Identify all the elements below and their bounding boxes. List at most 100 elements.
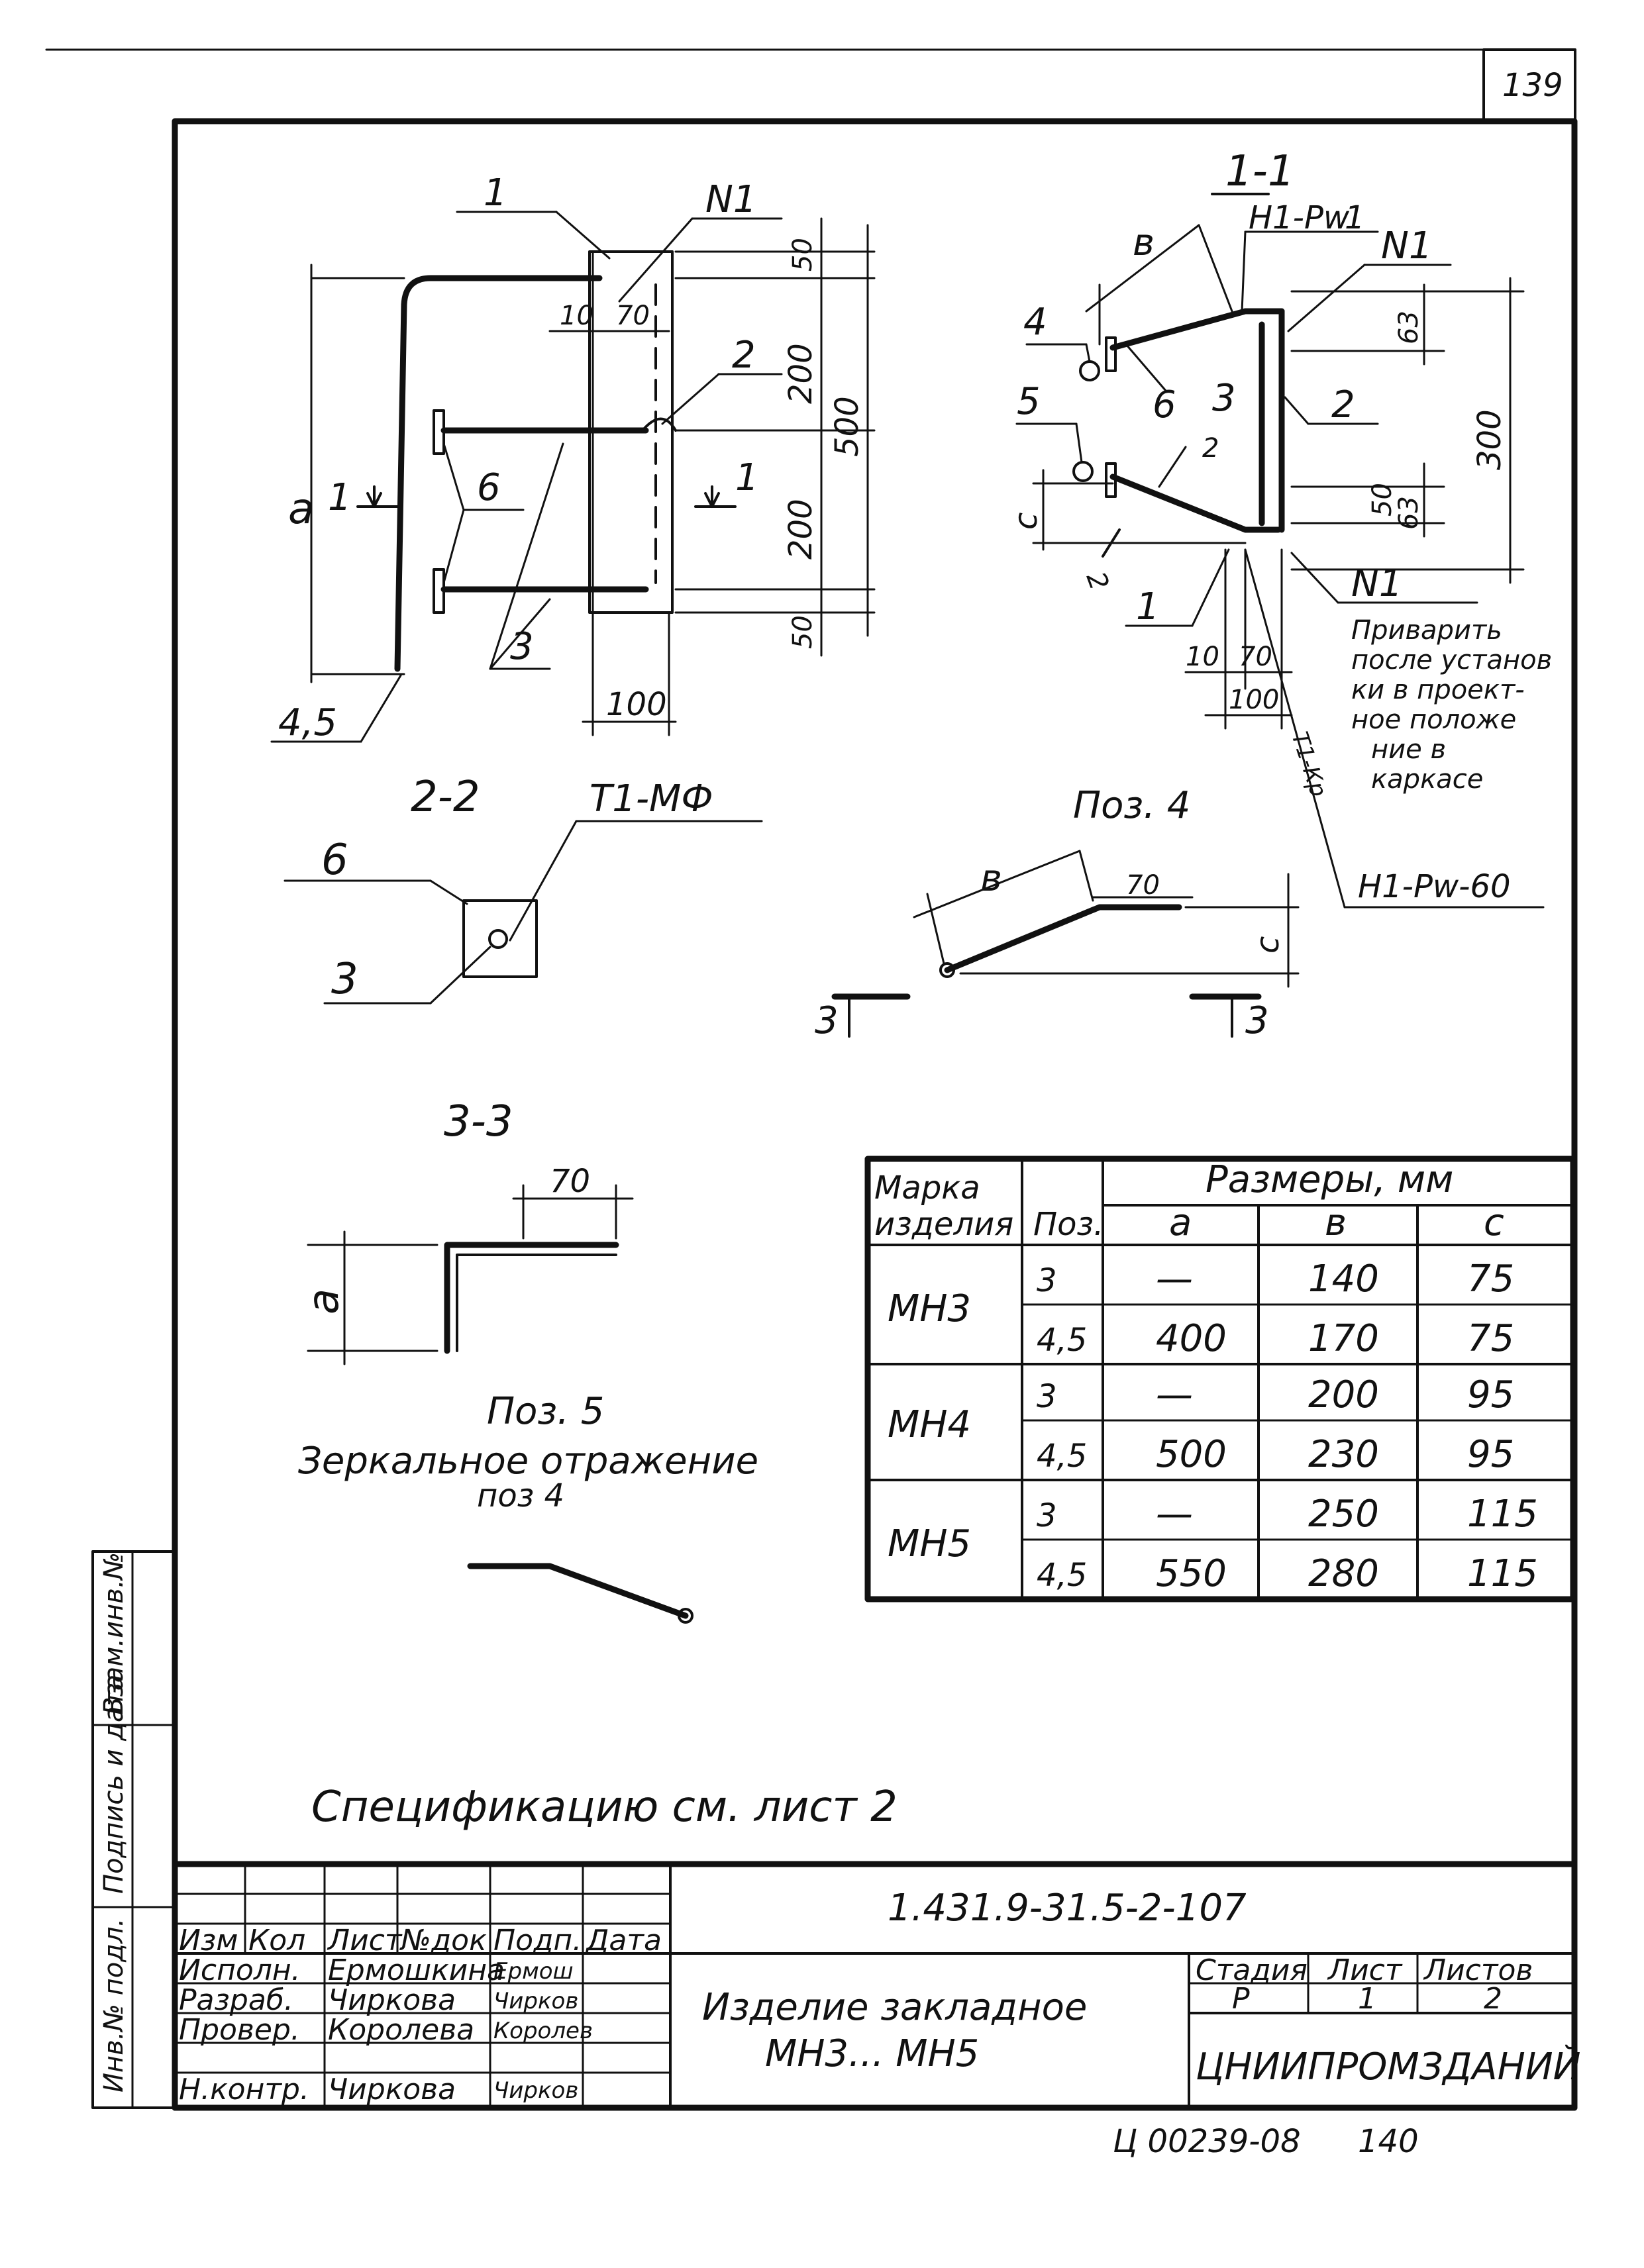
tb-h-kol: Кол [248, 1924, 305, 1957]
sec11-dim50: 50 [1367, 483, 1398, 517]
table-c-cell: 115 [1467, 1552, 1538, 1595]
dim-100: 100 [606, 686, 667, 723]
sec11-note-3: ки в проект- [1351, 675, 1525, 705]
table-b-cell: 170 [1308, 1317, 1379, 1360]
sec22-pos3: 3 [331, 955, 358, 1004]
poz4-detail: Поз. 4 в 70 c 3 3 [815, 784, 1300, 1042]
table-col-b: в [1325, 1201, 1347, 1244]
cut-1-left: 1 [328, 476, 352, 519]
poz4-70: 70 [1126, 870, 1160, 901]
sec33-70: 70 [550, 1163, 590, 1200]
label-pos1: 1 [484, 172, 507, 215]
tb-sheet-label: Лист [1327, 1953, 1403, 1987]
table-pos-cell: 3 [1037, 1262, 1057, 1299]
rod-pos5-circle [1072, 461, 1094, 482]
poz4-cut-right: 3 [1245, 999, 1269, 1042]
tb-sheets-label: Листов [1423, 1953, 1533, 1987]
tb-name-4: Чиркова [328, 2073, 456, 2106]
label-pos2: 2 [732, 334, 756, 377]
plate-pos6 [462, 899, 538, 978]
table-mark-cell: МН5 [888, 1522, 971, 1565]
table-pos-cell: 4,5 [1037, 1438, 1087, 1475]
rod-pos4-circle [1079, 360, 1100, 381]
section-2-2: 2-2 Т1-МФ 6 3 [283, 773, 763, 1005]
sec11-pos6: 6 [1153, 383, 1176, 426]
sec11-note-2: после установ [1351, 645, 1552, 675]
tb-role-1: Исполн. [179, 1953, 301, 1987]
table-b-cell: 200 [1308, 1373, 1379, 1416]
sec11-dim100: 100 [1229, 685, 1279, 715]
poz4-cut-left: 3 [815, 999, 839, 1042]
sec11-note-6: каркасе [1371, 764, 1483, 795]
tb-doc-code: 1.431.9-31.5-2-107 [888, 1887, 1247, 1930]
table-b-cell: 280 [1308, 1552, 1379, 1595]
tb-h-data: Дата [585, 1924, 662, 1957]
table-c-cell: 75 [1467, 1317, 1514, 1360]
table-a-cell: — [1156, 1493, 1193, 1536]
sec11-weld-side: Т1-Кр [1286, 728, 1331, 800]
section-22-title: 2-2 [411, 773, 480, 822]
sec11-weld-bottom: H1-Pw-60 [1358, 868, 1511, 905]
dim-70: 70 [616, 301, 650, 331]
sec11-dim300: 300 [1471, 409, 1508, 470]
tb-name-2: Чиркова [328, 1983, 456, 2017]
sec11-dim10: 10 [1186, 642, 1219, 672]
tb-h-podp: Подп. [493, 1924, 582, 1957]
tb-sign-4: Чирков [493, 2077, 578, 2104]
dim-50-top: 50 [788, 238, 818, 271]
footer-code: Ц 00239-08 [1113, 2123, 1301, 2160]
section-33-title: 3-3 [444, 1097, 513, 1146]
poz5-detail: Поз. 5 Зеркальное отражение поз 4 [298, 1390, 758, 1624]
sec33-a: a [299, 1289, 348, 1314]
tb-name-1: Ермошкина [328, 1953, 505, 1987]
label-pos45: 4,5 [278, 701, 337, 744]
page-number: 139 [1502, 67, 1563, 104]
title-block: Изм Кол Лист №док Подп. Дата Исполн. Ерм… [172, 1861, 1581, 2111]
table-pos-cell: 3 [1037, 1378, 1057, 1415]
sec11-note-5: ние в [1371, 734, 1446, 765]
table-b-cell: 140 [1308, 1257, 1379, 1301]
main-view: a 1 1 100 10 70 50 200 200 50 500 1 N1 2 [270, 172, 876, 744]
table-mark-cell: МН4 [888, 1403, 971, 1446]
sec22-pos6: 6 [321, 836, 348, 885]
sec11-pos4: 4 [1023, 301, 1047, 344]
poz4-title: Поз. 4 [1073, 784, 1190, 827]
sec11-b: в [1133, 221, 1155, 264]
table-c-cell: 115 [1467, 1493, 1538, 1536]
sec11-pos5: 5 [1017, 380, 1041, 423]
poz5-line2: Зеркальное отражение [298, 1440, 758, 1483]
poz5-line3: поз 4 [477, 1477, 564, 1514]
sec11-n1-top: N1 [1381, 224, 1433, 268]
dim-200-b: 200 [782, 499, 819, 560]
tb-stage: Р [1232, 1982, 1250, 2016]
sec11-note-1: Приварить [1351, 615, 1502, 646]
sec11-pos2: 2 [1331, 383, 1355, 426]
sec11-weld2b: 2 [1080, 568, 1115, 595]
poz5-title: Поз. 5 [487, 1390, 604, 1433]
sec11-c: c [1007, 513, 1045, 530]
dim-200-a: 200 [782, 343, 819, 404]
label-n1: N1 [705, 178, 757, 221]
table-pos-cell: 4,5 [1037, 1322, 1087, 1359]
tb-h-ndok: №док [399, 1924, 487, 1957]
table-c-cell: 75 [1467, 1257, 1514, 1301]
tb-sheet: 1 [1358, 1982, 1376, 2016]
sec11-pos3: 3 [1212, 377, 1236, 420]
table-b-cell: 230 [1308, 1433, 1379, 1476]
tb-sheets: 2 [1484, 1982, 1502, 2016]
table-a-cell: 550 [1156, 1552, 1227, 1595]
tb-h-list: Лист [327, 1924, 403, 1957]
stamp-vzam-inv: Взам.инв.№ [99, 1552, 129, 1715]
tb-org: ЦНИИПРОМЗДАНИЙ [1196, 2046, 1581, 2089]
dim-50-bot: 50 [788, 615, 818, 649]
table-col-c: c [1484, 1201, 1504, 1244]
sec11-pos1-top: 1 [1345, 199, 1365, 236]
dim-a: a [288, 485, 314, 534]
table-a-cell: 500 [1156, 1433, 1227, 1476]
sec11-weld2a: 2 [1202, 433, 1219, 464]
table-c-cell: 95 [1467, 1373, 1514, 1416]
tb-sign-1: Ермош [493, 1958, 574, 1985]
